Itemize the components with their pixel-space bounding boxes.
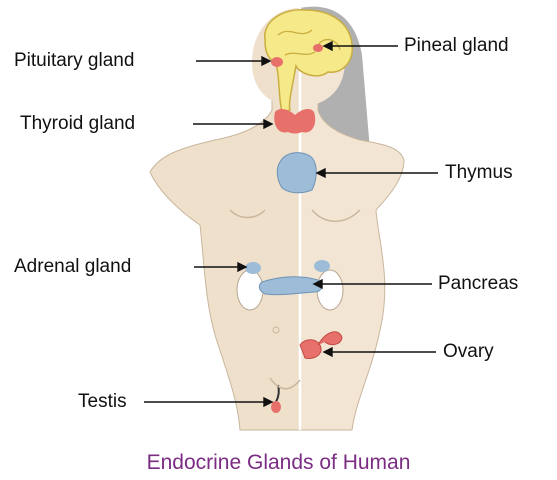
label-thymus: Thymus xyxy=(445,163,513,182)
pineal-gland xyxy=(313,44,323,52)
label-pancreas: Pancreas xyxy=(438,274,518,293)
diagram-caption: Endocrine Glands of Human xyxy=(0,452,557,473)
pituitary-gland xyxy=(271,57,283,67)
thymus-gland xyxy=(277,153,316,193)
adrenal-left xyxy=(245,262,261,274)
adrenal-right xyxy=(314,260,330,272)
male-torso xyxy=(150,95,300,430)
label-testis: Testis xyxy=(78,392,127,411)
pancreas-gland xyxy=(259,277,322,295)
label-adrenal-gland: Adrenal gland xyxy=(14,257,131,276)
kidney-left xyxy=(237,270,263,310)
label-ovary: Ovary xyxy=(443,342,494,361)
testis-shape xyxy=(271,401,281,413)
label-pineal-gland: Pineal gland xyxy=(404,36,509,55)
label-pituitary-gland: Pituitary gland xyxy=(14,51,134,70)
label-thyroid-gland: Thyroid gland xyxy=(20,114,135,133)
